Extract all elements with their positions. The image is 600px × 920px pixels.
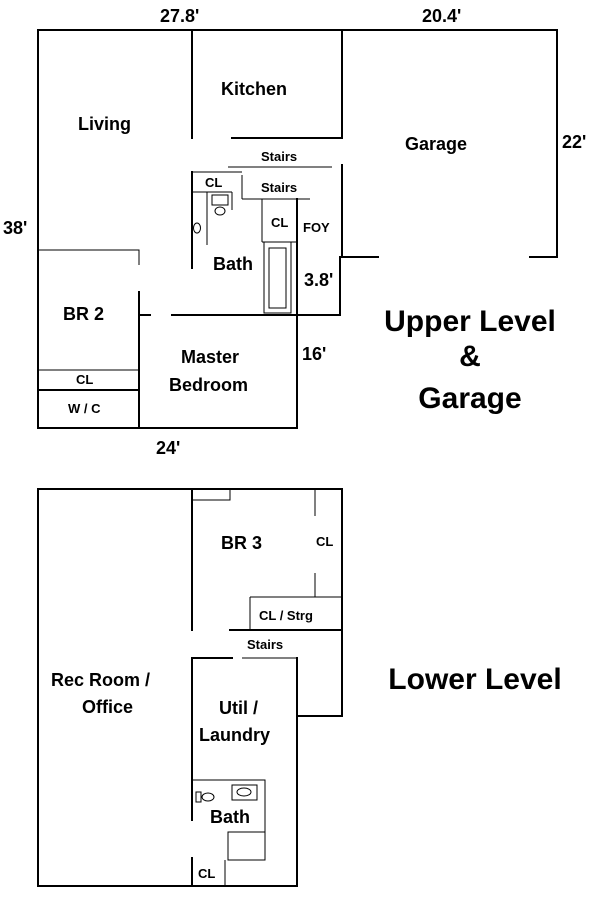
room-rec-line2: Office xyxy=(82,697,133,717)
room-rec-line1: Rec Room / xyxy=(51,670,150,690)
room-bath-lower: Bath xyxy=(210,807,250,827)
dim-garage-right: 22' xyxy=(562,132,586,152)
toilet-icon xyxy=(193,222,201,234)
room-garage: Garage xyxy=(405,134,467,154)
dim-master-right: 16' xyxy=(302,344,326,364)
label-stairs-lower: Stairs xyxy=(247,637,283,652)
toilet-icon-lower xyxy=(195,791,215,803)
room-br3: BR 3 xyxy=(221,533,262,553)
label-br3-closet: CL xyxy=(316,534,333,549)
dim-foyer: 3.8' xyxy=(304,270,333,290)
room-living: Living xyxy=(78,114,131,134)
label-closet-hall: CL xyxy=(205,175,222,190)
room-master-line1: Master xyxy=(181,347,239,367)
dim-top-right: 20.4' xyxy=(422,6,461,26)
dim-bottom: 24' xyxy=(156,438,180,458)
room-kitchen: Kitchen xyxy=(221,79,287,99)
label-stairs-mid: Stairs xyxy=(261,180,297,195)
label-closet-lower: CL xyxy=(198,866,215,881)
label-closet-bath: CL xyxy=(271,215,288,230)
title-upper-line1: Upper Level xyxy=(384,305,556,338)
room-br2: BR 2 xyxy=(63,304,104,324)
sink-icon-lower xyxy=(231,784,258,801)
label-br2-closet: CL xyxy=(76,372,93,387)
room-bath-upper: Bath xyxy=(213,254,253,274)
room-util-line1: Util / xyxy=(219,698,258,718)
dim-top-left: 27.8' xyxy=(160,6,199,26)
sink-icon xyxy=(211,194,229,216)
title-lower: Lower Level xyxy=(388,663,561,696)
label-closet-storage: CL / Strg xyxy=(259,608,313,623)
label-wc: W / C xyxy=(68,401,101,416)
label-foyer: FOY xyxy=(303,220,330,235)
room-master-line2: Bedroom xyxy=(169,375,248,395)
upper-level-walls xyxy=(37,29,558,429)
room-util-line2: Laundry xyxy=(199,725,270,745)
lower-level-walls xyxy=(37,488,343,887)
title-upper-line2: & xyxy=(459,340,481,373)
title-upper-line3: Garage xyxy=(418,382,521,415)
label-stairs-top: Stairs xyxy=(261,149,297,164)
dim-left: 38' xyxy=(3,218,27,238)
